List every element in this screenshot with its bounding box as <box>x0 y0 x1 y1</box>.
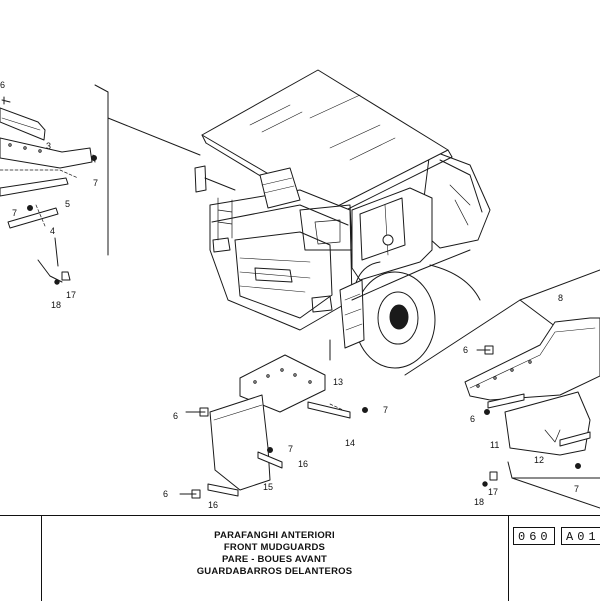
sheet-code-box: A01 <box>561 527 600 545</box>
callout-6: 6 <box>163 489 169 499</box>
right-mudguard-assembly <box>404 269 600 509</box>
callout-7: 7 <box>383 405 389 415</box>
left-mudguard-assembly <box>0 84 201 285</box>
callout-17: 17 <box>488 487 499 497</box>
callout-7: 7 <box>12 208 18 218</box>
group-code-box: 060 <box>513 527 555 545</box>
callout-5: 5 <box>65 199 71 209</box>
title-block: PARAFANGHI ANTERIORI FRONT MUDGUARDS PAR… <box>0 515 600 601</box>
exploded-parts-drawing <box>0 69 600 509</box>
title-italian: PARAFANGHI ANTERIORI <box>214 530 335 541</box>
callout-6: 6 <box>470 414 476 424</box>
drawing-code: 060 A01 <box>513 527 600 545</box>
dump-truck-illustration <box>194 69 491 369</box>
title-english: FRONT MUDGUARDS <box>223 542 326 553</box>
title-spanish: GUARDABARROS DELANTEROS <box>196 566 353 577</box>
callout-12: 12 <box>534 455 545 465</box>
callout-14: 14 <box>345 438 356 448</box>
callout-11: 11 <box>490 440 500 450</box>
callout-15: 15 <box>263 482 274 492</box>
callout-7: 7 <box>574 484 580 494</box>
callout-18: 18 <box>51 300 62 310</box>
title-french: PARE - BOUES AVANT <box>221 554 328 565</box>
callout-6: 6 <box>173 411 179 421</box>
callout-4: 4 <box>50 226 56 236</box>
callout-7: 7 <box>93 178 99 188</box>
callout-3: 3 <box>46 141 52 151</box>
title-block-left-cell <box>0 516 42 601</box>
callout-6: 6 <box>463 345 469 355</box>
callout-17: 17 <box>66 290 77 300</box>
callout-13: 13 <box>333 377 344 387</box>
callout-8: 8 <box>558 293 564 303</box>
callout-6: 6 <box>0 80 6 90</box>
callout-16: 16 <box>208 500 219 510</box>
callout-16: 16 <box>298 459 309 469</box>
center-mudguard-assembly <box>179 339 368 499</box>
callout-18: 18 <box>474 497 485 507</box>
title-block-titles: PARAFANGHI ANTERIORI FRONT MUDGUARDS PAR… <box>41 516 509 601</box>
callout-7: 7 <box>288 444 294 454</box>
